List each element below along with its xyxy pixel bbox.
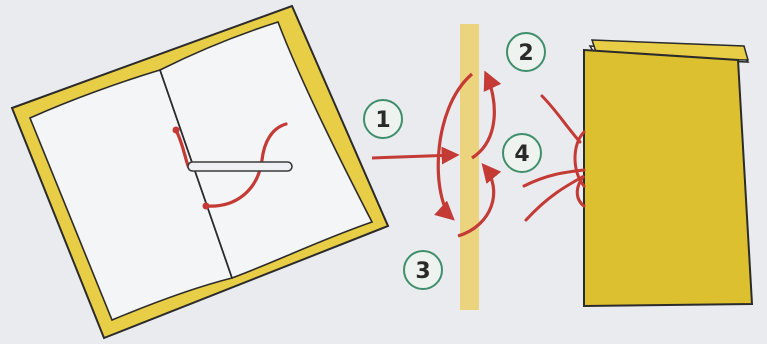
stitch-schematic: 1 2 3 4 (364, 24, 545, 310)
step-badge-3: 3 (404, 251, 442, 289)
step-label-3: 3 (415, 259, 430, 284)
step-badge-2: 2 (507, 33, 545, 71)
spine-strip (460, 24, 479, 310)
step-label-4: 4 (514, 142, 529, 167)
thread-tail-top (542, 96, 580, 142)
front-cover (584, 50, 752, 306)
step-label-1: 1 (375, 108, 390, 133)
closed-booklet (524, 40, 752, 306)
open-booklet (12, 6, 388, 338)
step-label-2: 2 (518, 41, 533, 66)
needle-icon (188, 162, 292, 171)
step-badge-4: 4 (503, 134, 541, 172)
thread-arrow-1 (372, 155, 456, 158)
thread-tail-left (524, 170, 584, 186)
step-badge-1: 1 (364, 100, 402, 138)
stitch-hole-top (173, 127, 180, 134)
stitch-hole-bottom (203, 203, 210, 210)
